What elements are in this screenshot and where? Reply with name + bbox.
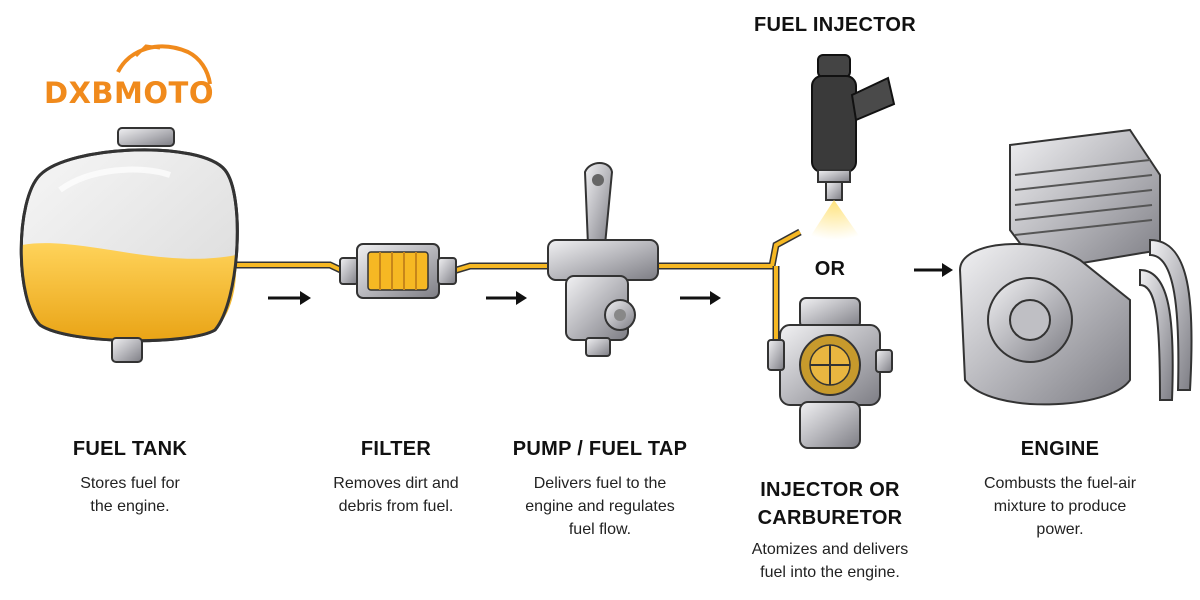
- fuel-tap-icon: [547, 162, 659, 357]
- title-line: CARBURETOR: [757, 507, 903, 529]
- description-line: the engine.: [90, 498, 170, 515]
- arrow-right-icon: [268, 291, 311, 305]
- description-line: Atomizes and delivers: [751, 541, 909, 558]
- description-line: fuel flow.: [568, 521, 632, 538]
- description-line: engine and regulates: [525, 498, 675, 515]
- description-line: Combusts the fuel-air: [983, 475, 1137, 492]
- description-line: debris from fuel.: [338, 498, 454, 515]
- description-line: Removes dirt and: [333, 475, 459, 492]
- description-line: Delivers fuel to the: [533, 475, 667, 492]
- stage-description-fuel-tank: Stores fuel for the engine.: [30, 472, 230, 518]
- arrow-right-icon: [914, 263, 953, 277]
- stage-title-fuel-tank: FUEL TANK: [72, 438, 188, 460]
- description-line: fuel into the engine.: [760, 564, 900, 581]
- or-label: OR: [814, 258, 846, 280]
- stage-title-engine: ENGINE: [1020, 438, 1100, 460]
- arrow-right-icon: [680, 291, 721, 305]
- carburetor-icon: [767, 297, 893, 449]
- fuel-line: [215, 228, 802, 340]
- stage-description-injector-or-carburetor: Atomizes and delivers fuel into the engi…: [715, 538, 945, 584]
- logo: DXBMOTO: [44, 76, 214, 110]
- fuel-injector-label: FUEL INJECTOR: [753, 14, 917, 36]
- stage-description-filter: Removes dirt and debris from fuel.: [296, 472, 496, 518]
- arrow-right-icon: [486, 291, 527, 305]
- description-line: power.: [1036, 521, 1084, 538]
- stage-title-injector-or-carburetor: INJECTOR OR CARBURETOR: [725, 476, 935, 532]
- title-line: INJECTOR OR: [760, 479, 900, 501]
- logo-swoosh-icon: [116, 44, 212, 85]
- fuel-injector-icon: [808, 54, 896, 240]
- description-line: mixture to produce: [993, 498, 1127, 515]
- stage-title-filter: FILTER: [360, 438, 432, 460]
- stage-description-engine: Combusts the fuel-air mixture to produce…: [945, 472, 1175, 541]
- description-line: Stores fuel for: [80, 475, 180, 492]
- stage-title-pump: PUMP / FUEL TAP: [512, 438, 688, 460]
- filter-icon: [339, 243, 457, 299]
- fuel-tank-icon: [19, 127, 239, 363]
- stage-description-pump: Delivers fuel to the engine and regulate…: [490, 472, 710, 541]
- engine-icon: [958, 128, 1193, 406]
